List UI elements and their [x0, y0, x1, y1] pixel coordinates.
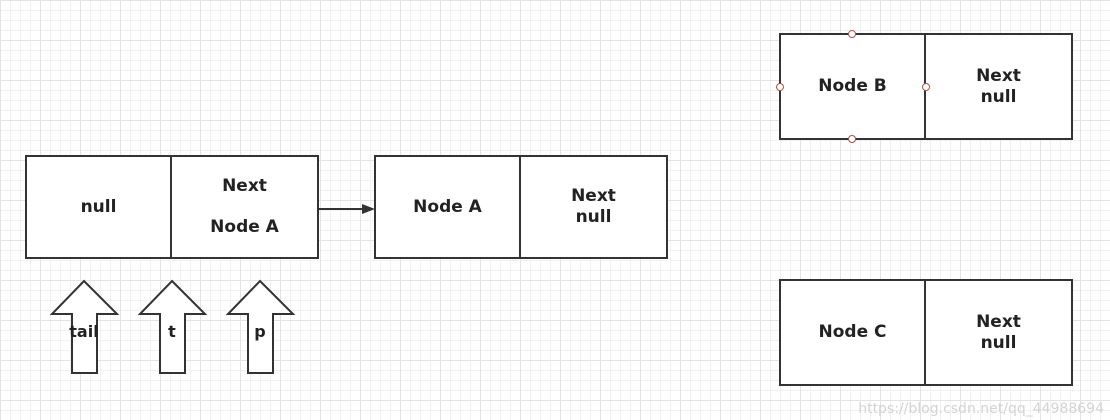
node-b-handle-left[interactable]	[776, 83, 784, 91]
node-c[interactable]: Node C Next null	[779, 279, 1073, 386]
node-b-handle-top[interactable]	[848, 30, 856, 38]
node-b[interactable]: Node B Next null	[779, 33, 1073, 140]
pointer-arrow-t[interactable]	[137, 279, 208, 374]
node-c-next-value: null	[980, 332, 1017, 353]
pointer-arrow-tail[interactable]	[49, 279, 120, 374]
node-b-handle-right[interactable]	[922, 83, 930, 91]
node-head[interactable]: null Next Node A	[25, 155, 319, 259]
node-a-next-cell: Next null	[521, 157, 666, 257]
node-c-next-cell: Next null	[926, 281, 1071, 384]
node-b-next-value: null	[980, 86, 1017, 107]
node-a-next-label: Next	[571, 186, 616, 206]
node-head-data-cell: null	[27, 157, 172, 257]
node-a[interactable]: Node A Next null	[374, 155, 668, 259]
node-a-next-value: null	[575, 207, 612, 227]
node-head-next-cell: Next Node A	[172, 157, 317, 257]
node-head-next-value: Node A	[210, 217, 279, 237]
node-b-next-cell: Next null	[926, 35, 1071, 138]
node-a-data-text: Node A	[413, 196, 482, 217]
node-c-next-label: Next	[976, 311, 1021, 332]
connector-arrowhead	[362, 204, 375, 214]
node-a-data-cell: Node A	[376, 157, 521, 257]
pointer-label-tail: tail	[69, 322, 99, 341]
node-head-next-label: Next	[222, 176, 267, 196]
node-b-next-label: Next	[976, 65, 1021, 86]
node-b-data-text: Node B	[818, 76, 887, 96]
pointer-arrow-p[interactable]	[225, 279, 296, 374]
node-b-handle-bottom[interactable]	[848, 135, 856, 143]
watermark: https://blog.csdn.net/qq_44988694	[858, 401, 1104, 417]
pointer-label-p: p	[254, 322, 266, 341]
node-head-data-text: null	[80, 196, 117, 217]
node-c-data-cell: Node C	[781, 281, 926, 384]
pointer-label-t: t	[168, 322, 176, 341]
node-c-data-text: Node C	[818, 322, 887, 342]
